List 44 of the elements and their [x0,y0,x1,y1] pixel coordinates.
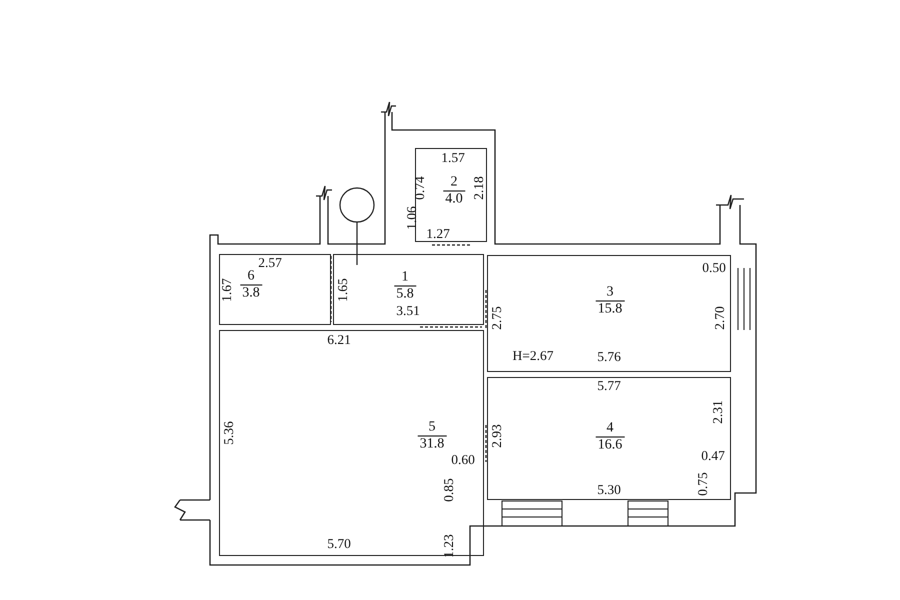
dimension-label: 0.60 [451,453,475,467]
room-area: 31.8 [418,436,446,452]
dimension-label: 1.23 [442,534,456,558]
dimension-label: 1.06 [405,206,419,230]
dimension-label: 2.57 [258,256,282,270]
dimension-label: 5.76 [597,350,621,364]
dimension-label: 5.30 [597,483,621,497]
dimension-label: 2.18 [472,176,486,200]
room-number: 1 [400,270,410,286]
dimension-label: 6.21 [327,333,351,347]
room [333,254,484,325]
room-area: 15.8 [596,300,624,318]
ceiling-height-label: H=2.67 [512,349,554,363]
dimension-label: 2.31 [711,400,725,424]
room [219,254,331,325]
dimension-label: 1.67 [220,278,234,302]
room-area: 16.6 [596,436,624,454]
room-area: 4.0 [443,190,465,208]
dimension-label: 0.75 [696,472,710,496]
room-number: 3 [606,284,614,300]
room [219,330,484,556]
room-number: 4 [606,420,614,436]
dimension-label: 5.36 [222,421,236,445]
dimension-label: 0.74 [413,176,427,200]
dimension-label: 1.27 [426,227,450,241]
dimension-label: 5.77 [597,379,621,393]
dimension-label: 3.51 [396,304,420,318]
dimension-label: 0.85 [442,478,456,502]
room [487,255,731,372]
room [487,377,731,500]
room-number: 5 [428,420,436,436]
dimension-label: 0.50 [702,261,726,275]
room [415,148,487,242]
room-number: 6 [246,268,256,284]
dimension-label: 2.70 [713,306,727,330]
dimension-label: 1.57 [441,151,465,165]
dimension-label: 1.65 [336,278,350,302]
dimension-label: 5.70 [327,537,351,551]
room-area: 3.8 [240,284,262,302]
dimension-label: 2.93 [490,424,504,448]
room-number: 2 [450,174,458,190]
dimension-label: 2.75 [490,306,504,330]
dimension-label: 0.47 [701,449,725,463]
room-area: 5.8 [394,286,416,302]
